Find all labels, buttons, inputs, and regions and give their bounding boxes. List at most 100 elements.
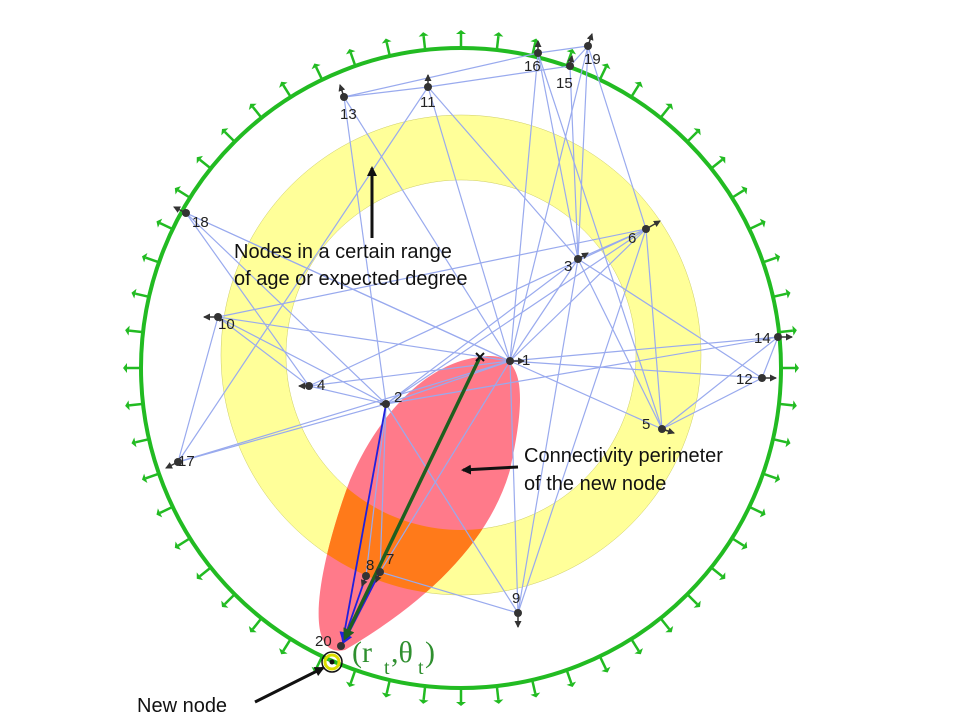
edge-13-16 bbox=[343, 52, 539, 98]
coord-open: (r bbox=[352, 636, 372, 669]
boundary-arrow-tick bbox=[598, 66, 608, 81]
edge-1-17 bbox=[177, 360, 511, 463]
edge-5-12 bbox=[661, 377, 763, 430]
edge-3-5 bbox=[577, 258, 663, 430]
edge-5-16 bbox=[537, 52, 663, 430]
edge-4-10 bbox=[217, 316, 310, 387]
boundary-arrow-head bbox=[221, 128, 229, 136]
node-7-label: 7 bbox=[386, 551, 394, 568]
edge-3-11 bbox=[427, 86, 579, 260]
node-7-dot bbox=[376, 568, 384, 576]
node-2-label: 2 bbox=[394, 389, 402, 406]
boundary-arrow-tick bbox=[495, 35, 500, 51]
boundary-arrow-head bbox=[131, 437, 137, 448]
node-11-label: 11 bbox=[420, 94, 436, 111]
edge-3-12 bbox=[577, 258, 763, 379]
boundary-arrow-head bbox=[774, 252, 781, 263]
edge-3-19 bbox=[577, 45, 589, 260]
edge-1-6 bbox=[509, 228, 647, 362]
perimeter-label-line2: of the new node bbox=[524, 473, 666, 495]
boundary-arrow-head bbox=[174, 186, 181, 195]
edge-2-18 bbox=[185, 212, 387, 405]
boundary-arrow-tick bbox=[145, 472, 160, 480]
boundary-arrow-head bbox=[156, 508, 163, 518]
boundary-arrow-head bbox=[792, 325, 797, 336]
boundary-arrow-head bbox=[456, 30, 466, 34]
boundary-arrow-head bbox=[759, 218, 766, 228]
edge-1-2 bbox=[385, 360, 511, 405]
edge-1-9 bbox=[509, 360, 519, 614]
network-edges bbox=[177, 45, 779, 614]
edge-2-6 bbox=[385, 228, 647, 405]
edge-1-19 bbox=[509, 45, 589, 362]
boundary-arrow-head bbox=[131, 288, 137, 299]
node-6-dot bbox=[642, 225, 650, 233]
boundary-arrow-head bbox=[125, 400, 130, 411]
boundary-arrow-tick bbox=[778, 329, 794, 334]
node-15: 15 bbox=[556, 55, 575, 92]
boundary-arrow-tick bbox=[128, 402, 144, 407]
boundary-arrow-tick bbox=[223, 130, 236, 143]
boundary-arrow-tick bbox=[199, 566, 212, 578]
boundary-arrow-tick bbox=[251, 106, 263, 119]
node-17: 17 bbox=[165, 453, 195, 470]
edge-3-16 bbox=[537, 52, 579, 260]
edge-1-13 bbox=[343, 96, 511, 362]
node-15-dot bbox=[566, 62, 574, 70]
boundary-arrow-head bbox=[381, 692, 392, 698]
node-13: 13 bbox=[338, 84, 357, 123]
boundary-arrow-head bbox=[719, 572, 726, 581]
boundary-arrow-head bbox=[345, 681, 356, 688]
boundary-arrow-tick bbox=[128, 329, 144, 334]
boundary-arrow-tick bbox=[530, 679, 537, 694]
edge-9-6 bbox=[517, 228, 647, 614]
edge-11-15 bbox=[427, 65, 571, 88]
node-12-label: 12 bbox=[736, 371, 753, 388]
node-9-label: 9 bbox=[512, 590, 520, 607]
boundary-arrow-tick bbox=[135, 292, 150, 299]
boundary-arrow-tick bbox=[762, 472, 777, 480]
boundary-arrow-tick bbox=[159, 221, 174, 231]
boundary-arrow-tick bbox=[598, 655, 608, 670]
edge-1-5 bbox=[509, 360, 663, 430]
boundary-arrow-tick bbox=[762, 256, 777, 264]
node-14: 14 bbox=[754, 330, 793, 347]
node-19-dot bbox=[584, 42, 592, 50]
boundary-arrow-head bbox=[311, 63, 321, 70]
boundary-arrow-head bbox=[566, 48, 577, 55]
node-5: 5 bbox=[642, 416, 675, 435]
boundary-arrow-head bbox=[493, 32, 504, 37]
node-3-label: 3 bbox=[564, 258, 572, 275]
edge-1-12 bbox=[509, 360, 763, 379]
perimeter-annotation-arrow bbox=[461, 464, 519, 475]
boundary-arrow-head bbox=[123, 363, 127, 373]
edge-2-10 bbox=[217, 316, 387, 405]
boundary-arrow-tick bbox=[135, 437, 150, 444]
boundary-arrow-tick bbox=[223, 593, 236, 606]
boundary-arrow-tick bbox=[731, 537, 745, 547]
node-18-label: 18 bbox=[192, 214, 209, 231]
boundary-arrow-tick bbox=[145, 256, 160, 264]
boundary-arrow-tick bbox=[778, 402, 794, 407]
boundary-arrow-head bbox=[785, 437, 791, 448]
node-4: 4 bbox=[298, 377, 325, 394]
disk-boundary bbox=[123, 30, 799, 706]
boundary-arrow-tick bbox=[659, 617, 671, 630]
node-5-label: 5 bbox=[642, 416, 650, 433]
boundary-arrow-tick bbox=[772, 437, 787, 444]
edge-7-1 bbox=[379, 360, 511, 573]
boundary-arrow-tick bbox=[385, 679, 392, 694]
edge-6-19 bbox=[587, 45, 647, 230]
boundary-arrow-head bbox=[248, 626, 257, 633]
node-8: 8 bbox=[360, 557, 374, 587]
edge-18-1 bbox=[185, 212, 511, 362]
boundary-arrow-head bbox=[125, 325, 130, 336]
node-6: 6 bbox=[628, 220, 661, 247]
edge-1-11 bbox=[427, 86, 511, 362]
node-11-dot bbox=[424, 83, 432, 91]
edge-8-2 bbox=[365, 403, 387, 577]
boundary-arrow-head bbox=[279, 648, 288, 655]
new-node-marker-outline bbox=[321, 651, 343, 673]
